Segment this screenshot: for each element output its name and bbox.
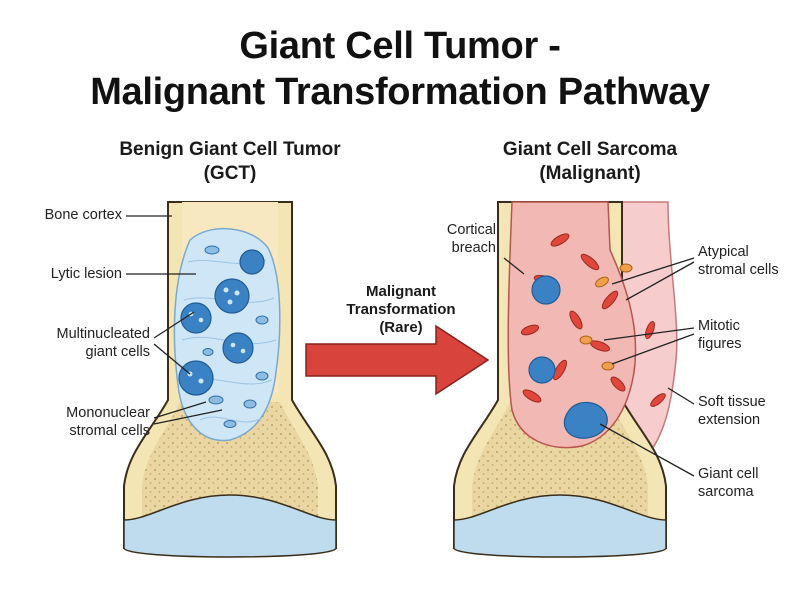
- right-articular-cartilage: [453, 494, 667, 558]
- right-leader-lines: [503, 257, 695, 477]
- right-heading-line-1: Giant Cell Sarcoma: [502, 139, 678, 160]
- left-heading-line-1: Benign Giant Cell Tumor: [119, 139, 341, 160]
- left-bone-cortex-line: [167, 202, 293, 400]
- mitotic-figures: [579, 263, 633, 371]
- transformation-line-2: Transformation: [346, 301, 456, 318]
- right-heading-line-2: (Malignant): [539, 163, 641, 184]
- label-lytic-lesion: Lytic lesion: [50, 266, 122, 282]
- giant-cell-nuclei: [187, 287, 246, 384]
- left-heading-line-2: (GCT): [203, 163, 257, 184]
- label-cortical-2: breach: [451, 240, 496, 256]
- label-mitotic-2: figures: [698, 336, 742, 352]
- mononuclear-stromal-cells: [202, 245, 269, 428]
- transformation-arrow: [305, 324, 490, 396]
- right-bone: [453, 201, 678, 558]
- malignant-tumor-area: [507, 201, 637, 449]
- transformation-line-1: Malignant: [366, 283, 436, 300]
- transformation-label: Malignant Transformation (Rare): [306, 283, 496, 337]
- label-soft-tissue-2: extension: [698, 412, 761, 428]
- label-cortical-1: Cortical: [446, 222, 496, 238]
- label-giant-cell-sarcoma-2: sarcoma: [698, 484, 754, 500]
- malignant-giant-cells: [528, 275, 608, 439]
- label-giant-cell-sarcoma-1: Giant cell: [698, 466, 759, 482]
- label-mononuclear-1: Mononuclear: [66, 405, 150, 421]
- transformation-line-3: (Rare): [379, 319, 423, 336]
- benign-lesion: [173, 227, 281, 442]
- title-line-1: Giant Cell Tumor -: [239, 25, 561, 67]
- label-mitotic-1: Mitotic: [698, 318, 740, 334]
- label-bone-cortex: Bone cortex: [44, 207, 122, 223]
- label-soft-tissue-1: Soft tissue: [698, 394, 766, 410]
- label-atypical-2: stromal cells: [698, 262, 779, 278]
- label-multinucleated-2: giant cells: [85, 344, 150, 360]
- label-multinucleated-1: Multinucleated: [56, 326, 151, 342]
- label-mononuclear-2: stromal cells: [69, 423, 150, 439]
- left-leader-lines: [126, 215, 223, 425]
- label-atypical-1: Atypical: [698, 244, 749, 260]
- title-line-2: Malignant Transformation Pathway: [90, 71, 710, 113]
- giant-cells: [178, 249, 265, 396]
- left-articular-cartilage: [123, 494, 337, 558]
